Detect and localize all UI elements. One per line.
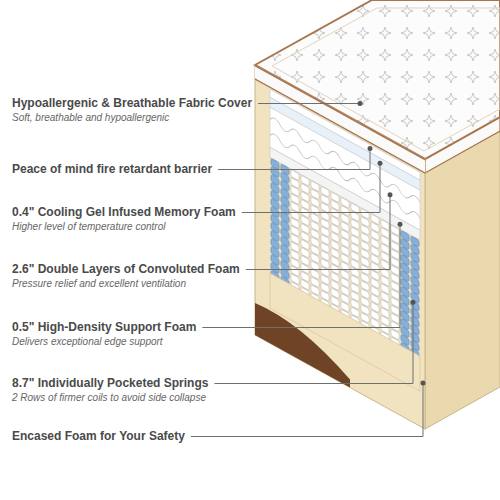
leader-line [191, 383, 423, 437]
leader-dot [411, 300, 416, 305]
feature-description: Delivers exceptional edge support [10, 335, 165, 348]
feature-description: Soft, breathable and hypoallergenic [10, 111, 171, 124]
feature-heading: 2.6" Double Layers of Convoluted Foam [10, 262, 242, 277]
leader-line [258, 103, 360, 104]
firm-coils [400, 229, 420, 356]
leader-dot [388, 192, 393, 197]
leader-line [218, 149, 370, 170]
feature-heading: 8.7" Individually Pocketed Springs [10, 376, 210, 391]
leader-line [214, 302, 413, 383]
leader-dot [421, 380, 426, 385]
feature-description: Higher level of temperature control [10, 220, 167, 233]
feature-description: 2 Rows of firmer coils to avoid side col… [10, 391, 208, 404]
feature-description: Pressure relief and excellent ventilatio… [10, 277, 188, 290]
feature-heading: Encased Foam for Your Safety [10, 429, 187, 444]
leader-line [242, 163, 380, 212]
leader-line [246, 195, 390, 270]
feature-heading: 0.5" High-Density Support Foam [10, 320, 198, 335]
bottom-fabric [255, 302, 350, 388]
side-face [425, 117, 500, 429]
firm-coils [270, 157, 290, 284]
leader-dot [368, 146, 373, 151]
feature-heading: 0.4" Cooling Gel Infused Memory Foam [10, 205, 238, 220]
feature-heading: Hypoallergenic & Breathable Fabric Cover [10, 96, 254, 111]
leader-dot [378, 161, 383, 166]
leader-dot [398, 222, 403, 227]
feature-heading: Peace of mind fire retardant barrier [10, 162, 214, 177]
leader-dot [358, 101, 363, 106]
